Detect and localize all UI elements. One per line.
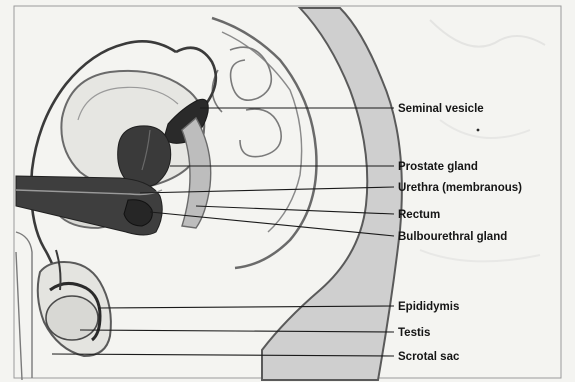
- label-bulbourethral-gland: Bulbourethral gland: [398, 231, 507, 243]
- label-scrotal-sac: Scrotal sac: [398, 351, 460, 363]
- label-seminal-vesicle: Seminal vesicle: [398, 103, 484, 115]
- prostate-gland: [118, 126, 171, 187]
- print-dot: [477, 129, 480, 132]
- label-testis: Testis: [398, 327, 430, 339]
- label-prostate-gland: Prostate gland: [398, 161, 478, 173]
- label-urethra-membranous: Urethra (membranous): [398, 182, 522, 194]
- label-rectum: Rectum: [398, 209, 440, 221]
- label-epididymis: Epididymis: [398, 301, 459, 313]
- testis: [46, 296, 98, 340]
